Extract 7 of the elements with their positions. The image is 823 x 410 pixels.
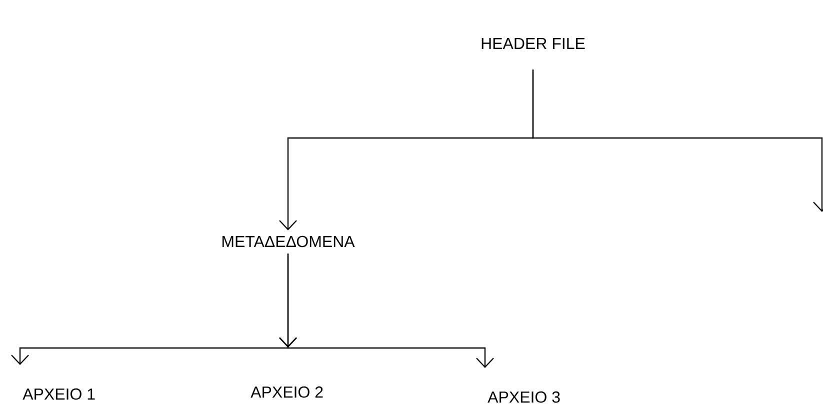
arrow [279,254,494,368]
node-label: ΑΡΧΕΙΟ 3 [488,391,560,403]
arrow [532,70,823,212]
node-label: ΜΕΤΑΔΕΔΟΜΕΝΑ [222,236,355,248]
text-label: ΑΡΧΕΙΟ 2 [250,386,323,398]
node-label: ΑΡΧΕΙΟ 1 [22,388,95,400]
node-label: HEADER FILE [482,38,585,49]
